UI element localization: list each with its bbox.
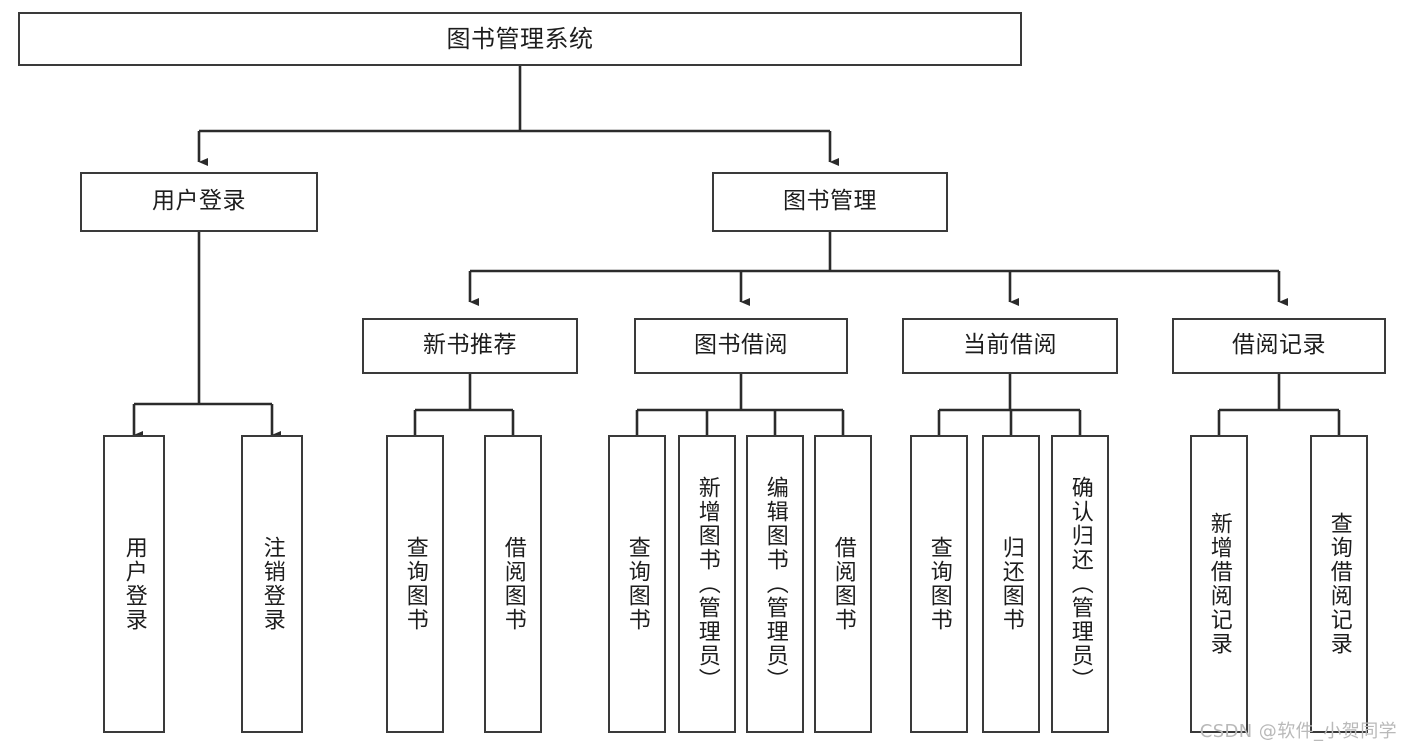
node-borrow-record-label: 借阅记录 <box>1232 332 1326 359</box>
node-current-borrow[interactable]: 当前借阅 <box>902 318 1118 374</box>
node-user-login-label: 用户登录 <box>152 188 246 215</box>
node-leaf-borrow-book-1[interactable]: 借阅图书 <box>484 435 542 733</box>
node-leaf-edit-book[interactable]: 编辑图书（管理员） <box>746 435 804 733</box>
node-leaf-query-book-1-label: 查询图书 <box>402 536 428 632</box>
node-leaf-query-record-label: 查询借阅记录 <box>1326 512 1352 656</box>
node-leaf-return-book-label: 归还图书 <box>998 536 1024 632</box>
node-borrow-record[interactable]: 借阅记录 <box>1172 318 1386 374</box>
node-leaf-return-book[interactable]: 归还图书 <box>982 435 1040 733</box>
node-leaf-add-book-label: 新增图书（管理员） <box>694 476 720 692</box>
node-leaf-add-record-label: 新增借阅记录 <box>1206 512 1232 656</box>
node-leaf-add-book[interactable]: 新增图书（管理员） <box>678 435 736 733</box>
node-leaf-user-logout[interactable]: 注销登录 <box>241 435 303 733</box>
node-leaf-add-record[interactable]: 新增借阅记录 <box>1190 435 1248 733</box>
node-root[interactable]: 图书管理系统 <box>18 12 1022 66</box>
node-leaf-borrow-book-1-label: 借阅图书 <box>500 536 526 632</box>
node-leaf-user-logout-label: 注销登录 <box>259 536 285 632</box>
node-leaf-query-record[interactable]: 查询借阅记录 <box>1310 435 1368 733</box>
node-book-borrow[interactable]: 图书借阅 <box>634 318 848 374</box>
node-new-book-rec[interactable]: 新书推荐 <box>362 318 578 374</box>
node-book-manage[interactable]: 图书管理 <box>712 172 948 232</box>
node-leaf-confirm-return[interactable]: 确认归还（管理员） <box>1051 435 1109 733</box>
node-book-manage-label: 图书管理 <box>783 188 877 215</box>
node-leaf-borrow-book-2-label: 借阅图书 <box>830 536 856 632</box>
node-root-label: 图书管理系统 <box>446 24 594 53</box>
node-leaf-edit-book-label: 编辑图书（管理员） <box>762 476 788 692</box>
node-leaf-query-book-2-label: 查询图书 <box>624 536 650 632</box>
tree-connectors <box>132 66 1349 446</box>
node-leaf-user-login-label: 用户登录 <box>121 536 147 632</box>
node-leaf-user-login[interactable]: 用户登录 <box>103 435 165 733</box>
node-leaf-query-book-2[interactable]: 查询图书 <box>608 435 666 733</box>
node-leaf-borrow-book-2[interactable]: 借阅图书 <box>814 435 872 733</box>
csdn-watermark: CSDN @软件_小贺同学 <box>1199 721 1397 742</box>
node-leaf-query-book-3[interactable]: 查询图书 <box>910 435 968 733</box>
node-book-borrow-label: 图书借阅 <box>694 332 788 359</box>
node-leaf-query-book-1[interactable]: 查询图书 <box>386 435 444 733</box>
node-new-book-rec-label: 新书推荐 <box>423 332 517 359</box>
node-leaf-query-book-3-label: 查询图书 <box>926 536 952 632</box>
node-user-login[interactable]: 用户登录 <box>80 172 318 232</box>
node-current-borrow-label: 当前借阅 <box>963 332 1057 359</box>
node-leaf-confirm-return-label: 确认归还（管理员） <box>1067 476 1093 692</box>
